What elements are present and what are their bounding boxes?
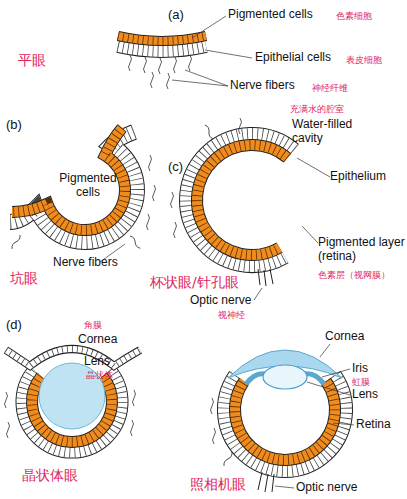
epithelial-layer bbox=[118, 46, 206, 51]
pigment-layer bbox=[118, 36, 206, 41]
cell-divisions bbox=[118, 36, 206, 41]
part-label: Cornea bbox=[78, 333, 117, 347]
nerve-fiber bbox=[174, 57, 177, 73]
leader-line bbox=[205, 50, 252, 58]
eye-type-label: 照相机眼 bbox=[190, 476, 246, 492]
nerve-fiber bbox=[129, 235, 142, 249]
nerve-fiber bbox=[167, 73, 170, 89]
pigment-layer bbox=[118, 36, 206, 41]
translation-label: 色素细胞 bbox=[336, 11, 372, 21]
part-label: Pigmented cells bbox=[228, 8, 313, 22]
cell-divisions bbox=[12, 128, 125, 230]
eye-type-label: 平眼 bbox=[18, 52, 46, 68]
nerve-fiber bbox=[223, 451, 234, 466]
part-label: Optic nerve bbox=[190, 294, 251, 308]
retina-layer bbox=[197, 145, 287, 255]
leader-line bbox=[297, 158, 330, 177]
nerve-fiber bbox=[133, 390, 136, 406]
eye-type-label: 杯状眼/针孔眼 bbox=[150, 274, 239, 290]
nerve-fiber bbox=[129, 55, 132, 71]
nerve-fiber bbox=[151, 72, 154, 88]
pigment-layer bbox=[12, 128, 125, 230]
optic-nerve bbox=[258, 269, 273, 286]
part-label: Pigmented layer (retina) bbox=[318, 236, 407, 264]
translation-label: 晶状体 bbox=[86, 370, 113, 380]
nerve-fiber bbox=[213, 428, 216, 444]
part-label: Nerve fibers bbox=[53, 256, 118, 270]
translation-label: 虹膜 bbox=[352, 377, 370, 387]
iris bbox=[246, 374, 265, 384]
nerve-fiber bbox=[159, 58, 162, 74]
translation-label: 表皮细胞 bbox=[346, 55, 382, 65]
translation-label: 色素层（视网膜） bbox=[318, 270, 390, 280]
part-label: Iris bbox=[352, 362, 368, 376]
nerve-fiber bbox=[147, 214, 150, 230]
eye-type-label: 晶状体眼 bbox=[22, 467, 78, 483]
epithelial-layer bbox=[118, 46, 206, 51]
part-label: Optic nerve bbox=[296, 481, 357, 495]
retina-layer bbox=[197, 145, 287, 255]
nerve-fiber bbox=[11, 234, 22, 249]
nerve-fiber bbox=[144, 57, 147, 73]
cell-divisions bbox=[118, 46, 206, 51]
translation-label: 角膜 bbox=[84, 320, 102, 330]
cup-eye bbox=[171, 118, 331, 300]
part-label: Cornea bbox=[325, 330, 364, 344]
part-label: Epithelial cells bbox=[255, 51, 331, 65]
leader-line bbox=[275, 486, 294, 488]
epithelial-layer bbox=[186, 134, 294, 266]
leader-line bbox=[307, 382, 350, 395]
leader-line bbox=[302, 226, 318, 243]
nerve-fiber bbox=[131, 420, 134, 436]
part-label: Lens bbox=[352, 388, 378, 402]
pigment-layer bbox=[12, 128, 125, 230]
part-label: Pigmented cells bbox=[56, 172, 120, 200]
part-label: Nerve fibers bbox=[230, 79, 295, 93]
cell-divisions bbox=[197, 145, 287, 255]
leader-line bbox=[192, 16, 226, 38]
leader-line bbox=[172, 80, 228, 86]
eye-type-label: 坑眼 bbox=[10, 270, 38, 286]
panel-letter: (c) bbox=[168, 160, 183, 175]
lens bbox=[263, 365, 307, 389]
leader-line bbox=[320, 344, 330, 357]
nerve-fiber bbox=[7, 422, 10, 438]
nerve-fiber bbox=[153, 185, 156, 201]
leader-line bbox=[254, 288, 262, 300]
nerve-fiber bbox=[5, 392, 8, 408]
retina-layer bbox=[235, 381, 335, 460]
lens-eye bbox=[5, 349, 141, 452]
nerve-fiber bbox=[174, 222, 177, 238]
nerve-fiber bbox=[189, 55, 192, 71]
leader-line bbox=[333, 423, 354, 425]
camera-eye bbox=[211, 344, 355, 492]
nerve-fiber bbox=[204, 124, 215, 139]
nerve-fiber bbox=[171, 192, 174, 208]
cell-divisions bbox=[235, 381, 335, 460]
panel-letter: (d) bbox=[6, 318, 22, 333]
translation-label: 视神经 bbox=[218, 310, 245, 320]
part-label: Lens bbox=[84, 355, 110, 369]
nerve-fiber bbox=[211, 398, 214, 414]
part-label: Water-filled cavity bbox=[292, 118, 364, 146]
cell-divisions bbox=[186, 134, 294, 266]
nerve-fiber bbox=[149, 155, 152, 171]
panel-letter: (b) bbox=[6, 118, 22, 133]
epithelial-layer bbox=[186, 134, 294, 266]
translation-label: 充满水的腔室 bbox=[290, 104, 344, 114]
part-label: Epithelium bbox=[330, 170, 386, 184]
leader-line bbox=[322, 369, 350, 377]
optic-nerve bbox=[258, 472, 274, 492]
retina-layer bbox=[235, 381, 335, 460]
translation-label: 神经纤维 bbox=[312, 83, 348, 93]
nerve-fiber bbox=[239, 118, 242, 134]
panel-letter: (a) bbox=[168, 8, 184, 23]
part-label: Retina bbox=[356, 418, 391, 432]
pit-eye bbox=[10, 128, 156, 262]
